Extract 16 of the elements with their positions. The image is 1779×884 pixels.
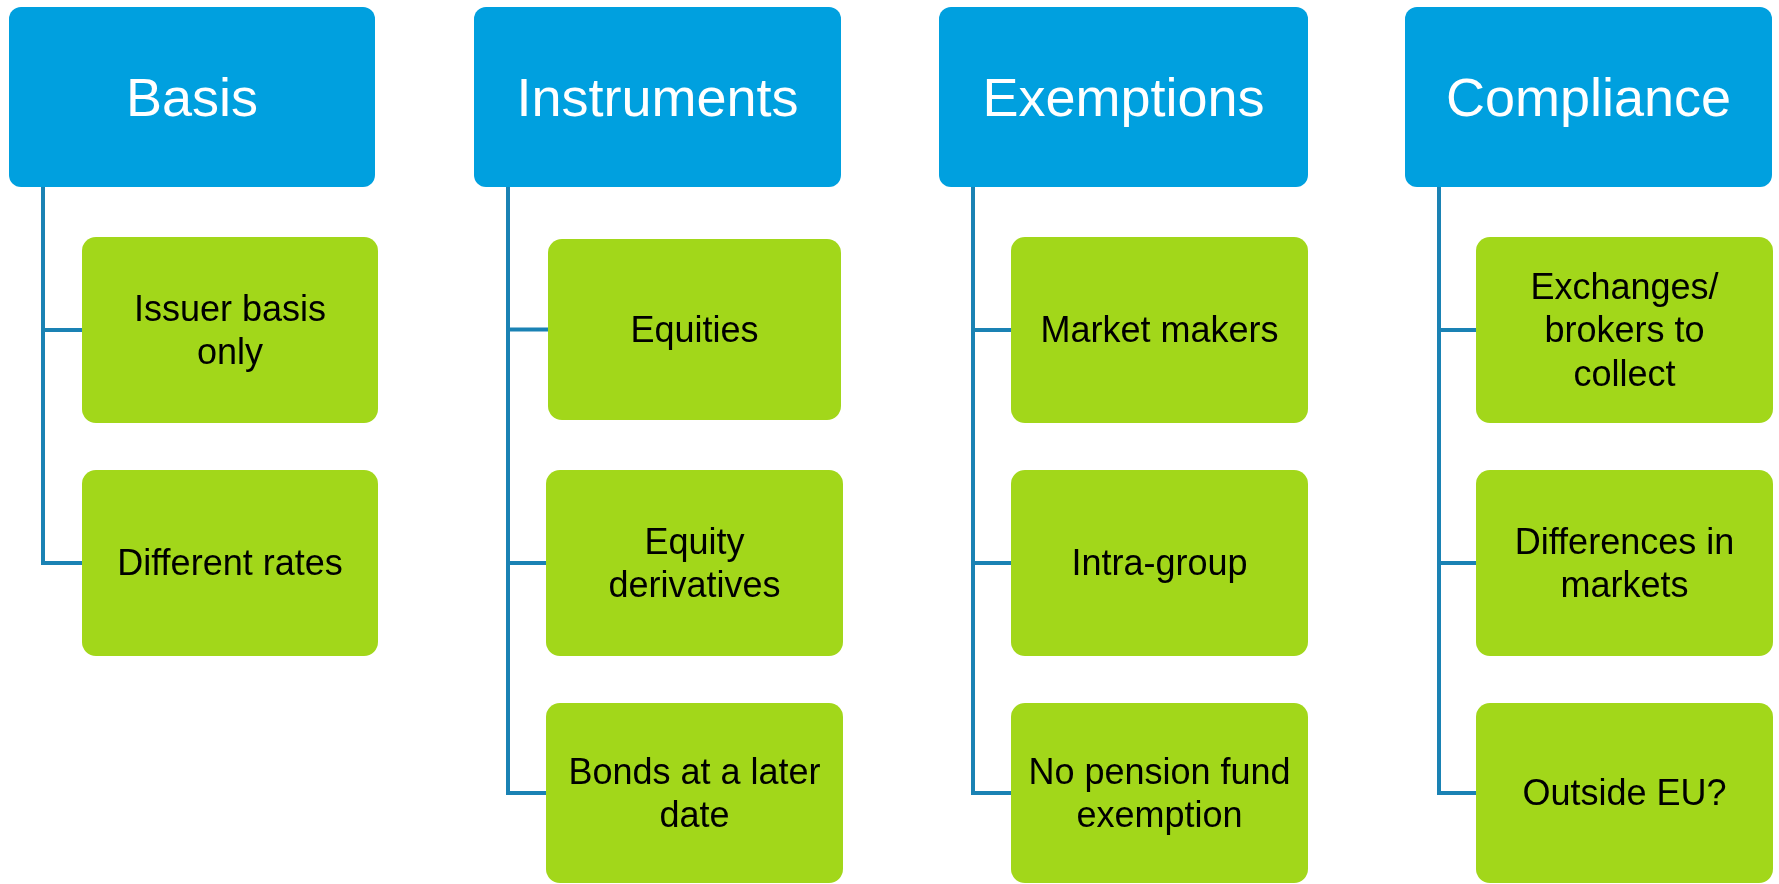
item-box: Bonds at a later date xyxy=(546,703,843,883)
category-header-box: Instruments xyxy=(474,7,841,187)
item-box: Market makers xyxy=(1011,237,1308,423)
category-header-box: Basis xyxy=(9,7,375,187)
item-box: Outside EU? xyxy=(1476,703,1773,883)
item-box: Intra-group xyxy=(1011,470,1308,656)
item-box: Issuer basis only xyxy=(82,237,378,423)
connector-line xyxy=(41,187,82,565)
item-box: Equity derivatives xyxy=(546,470,843,656)
item-box: Exchanges/ brokers to collect xyxy=(1476,237,1773,423)
item-box: No pension fund exemption xyxy=(1011,703,1308,883)
item-box: Differences in markets xyxy=(1476,470,1773,656)
item-box: Equities xyxy=(548,239,841,420)
category-header-box: Compliance xyxy=(1405,7,1772,187)
item-box: Different rates xyxy=(82,470,378,656)
category-header-box: Exemptions xyxy=(939,7,1308,187)
